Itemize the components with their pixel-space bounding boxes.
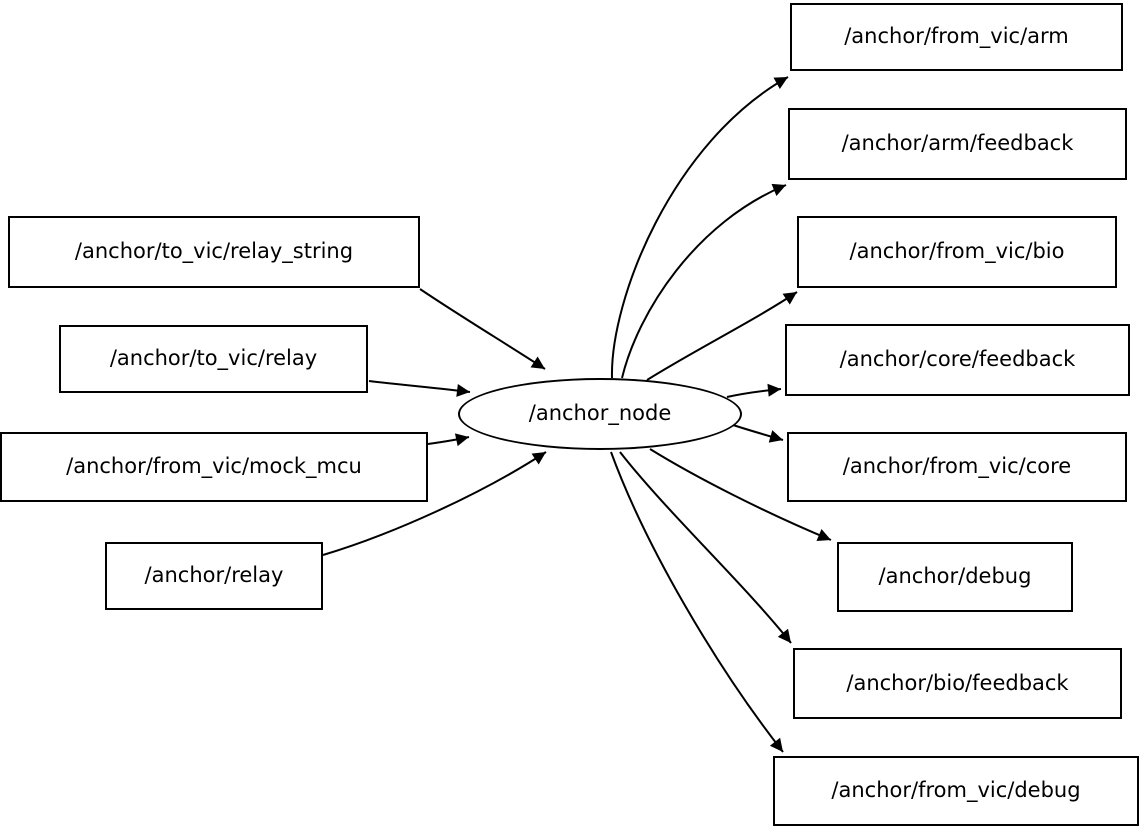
topic-box-anchor-from-vic-debug: /anchor/from_vic/debug	[773, 756, 1139, 826]
edge-anchor_node-to-anchor_bio_feedback	[619, 451, 792, 644]
topic-label: /anchor/from_vic/debug	[831, 778, 1081, 803]
topic-box-anchor-from-vic-mock-mcu: /anchor/from_vic/mock_mcu	[0, 432, 428, 502]
edge-anchor_node-to-anchor_core_feedback	[726, 383, 782, 398]
topic-box-anchor-from-vic-bio: /anchor/from_vic/bio	[797, 216, 1117, 288]
topic-box-anchor-relay: /anchor/relay	[105, 542, 323, 610]
topic-box-anchor-arm-feedback: /anchor/arm/feedback	[788, 108, 1127, 180]
edge-anchor_from_vic_mock_mcu-to-anchor_node	[427, 433, 470, 447]
edge-anchor_node-to-anchor_from_vic_bio	[646, 291, 798, 381]
topic-box-anchor-debug: /anchor/debug	[837, 542, 1073, 612]
topic-label: /anchor/bio/feedback	[846, 670, 1069, 695]
topic-box-anchor-from-vic-arm: /anchor/from_vic/arm	[790, 3, 1123, 71]
topic-label: /anchor/from_vic/core	[842, 454, 1072, 479]
topic-box-anchor-bio-feedback: /anchor/bio/feedback	[793, 648, 1122, 719]
topic-label: /anchor/from_vic/mock_mcu	[66, 454, 362, 479]
node-label: /anchor_node	[528, 401, 672, 426]
topic-label: /anchor/relay	[144, 563, 284, 588]
topic-label: /anchor/to_vic/relay_string	[74, 239, 354, 264]
edge-anchor_node-to-anchor_from_vic_arm	[610, 76, 789, 379]
edge-anchor_to_vic_relay-to-anchor_node	[368, 380, 471, 397]
node-anchor-node: /anchor_node	[458, 378, 742, 450]
edge-anchor_node-to-anchor_from_vic_core	[729, 423, 784, 443]
topic-label: /anchor/debug	[878, 564, 1032, 589]
topic-label: /anchor/core/feedback	[839, 347, 1076, 372]
topic-box-anchor-to-vic-relay-string: /anchor/to_vic/relay_string	[8, 216, 420, 288]
topic-box-anchor-from-vic-core: /anchor/from_vic/core	[787, 432, 1127, 502]
edge-anchor_to_vic_relay_string-to-anchor_node	[419, 288, 546, 370]
topic-label: /anchor/to_vic/relay	[109, 346, 318, 371]
edge-anchor_node-to-anchor_from_vic_debug	[610, 451, 784, 753]
topic-label: /anchor/from_vic/arm	[844, 24, 1069, 49]
topic-box-anchor-to-vic-relay: /anchor/to_vic/relay	[59, 325, 368, 393]
edge-anchor_node-to-anchor_arm_feedback	[621, 183, 787, 379]
topic-label: /anchor/from_vic/bio	[849, 239, 1065, 264]
topic-box-anchor-core-feedback: /anchor/core/feedback	[785, 324, 1130, 396]
topic-label: /anchor/arm/feedback	[841, 131, 1074, 156]
